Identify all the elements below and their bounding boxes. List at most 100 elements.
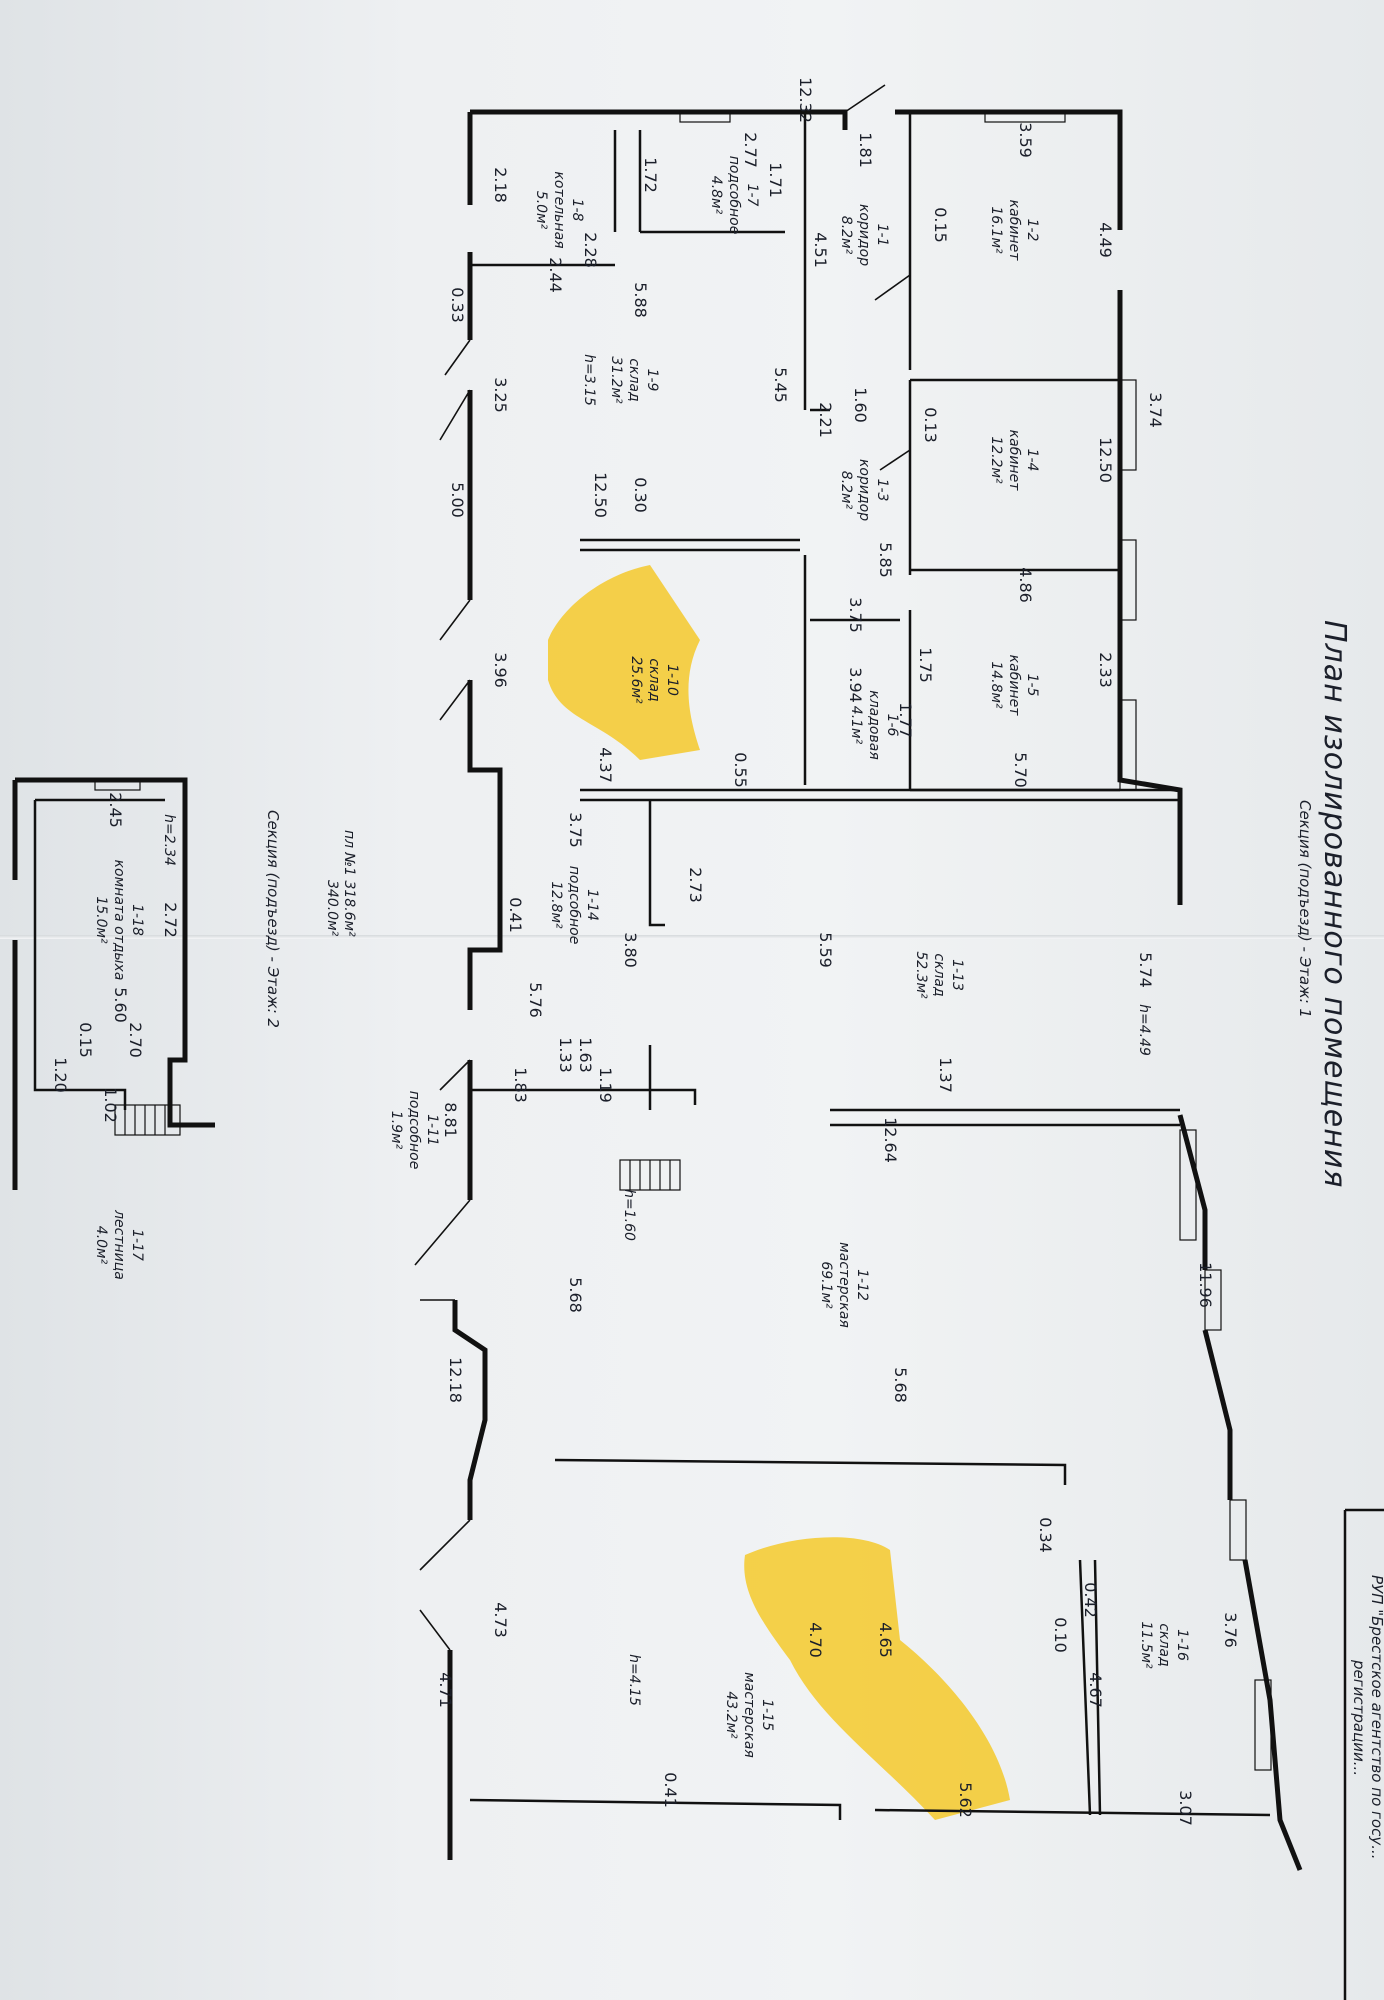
room-name-1-4: кабинет <box>1006 430 1022 492</box>
room-area-1-5: 14.8м² <box>988 661 1004 709</box>
dimension-label: 8.81 <box>441 1102 460 1138</box>
room-area-1-16: 11.5м² <box>1138 1621 1154 1669</box>
dimension-label: 4.37 <box>596 747 615 783</box>
dimension-label: 1.20 <box>51 1057 70 1093</box>
room-id-1-7: 1-7 <box>744 184 760 207</box>
dimension-label: 0.33 <box>448 287 467 323</box>
room-name-1-16: склад <box>1156 1623 1172 1666</box>
room-id-1-2: 1-2 <box>1024 219 1040 242</box>
dimension-label: 4.70 <box>806 1622 825 1658</box>
dimension-label: 0.41 <box>661 1772 680 1808</box>
room-name-1-9: склад <box>626 358 642 401</box>
dimension-label: 1.60 <box>851 387 870 423</box>
dimension-label: 12.18 <box>446 1357 465 1403</box>
dimension-label: 0.13 <box>921 407 940 443</box>
room-id-1-4: 1-4 <box>1024 449 1040 472</box>
room-name-1-15: мастерская <box>741 1672 757 1758</box>
dimension-label: 0.30 <box>631 477 650 513</box>
dimension-label: 2.21 <box>816 402 835 438</box>
room-name-1-7: подсобное <box>726 156 742 235</box>
room-area-1-7: 4.8м² <box>708 176 724 215</box>
room-area-1-4: 12.2м² <box>988 436 1004 484</box>
dimension-label: 3.96 <box>491 652 510 688</box>
dimension-label: 0.10 <box>1051 1617 1070 1653</box>
stamp-text-2: регистрации... <box>1350 1659 1368 1776</box>
dimension-label: 5.70 <box>1011 752 1030 788</box>
room-id-1-8: 1-8 <box>569 199 585 222</box>
dimension-label: 0.41 <box>506 897 525 933</box>
dimension-label: 0.15 <box>76 1022 95 1058</box>
dimension-label: 1.77 <box>896 702 915 738</box>
room-area-1-6: 4.1м² <box>848 706 864 745</box>
dimension-label: 2.73 <box>686 867 705 903</box>
dimension-label: 5.45 <box>771 367 790 403</box>
room-area-1-2: 16.1м² <box>988 206 1004 254</box>
room-name-1-10: склад <box>646 658 662 701</box>
stamp-text-1: РУП "Брестское агентство по госу... <box>1368 1575 1384 1860</box>
height-label: h=4.15 <box>626 1654 642 1706</box>
room-area-1-1: 8.2м² <box>838 216 854 255</box>
dimension-label: 3.76 <box>1221 1612 1240 1648</box>
dimension-label: 12.32 <box>796 77 815 123</box>
room-name-1-1: коридор <box>856 204 872 266</box>
dimension-label: 2.18 <box>491 167 510 203</box>
dimension-label: 5.68 <box>566 1277 585 1313</box>
room-id-1-9: 1-9 <box>644 369 660 392</box>
room-area-1-14: 12.8м² <box>548 881 564 929</box>
dimension-label: 2.45 <box>106 792 125 828</box>
room-id-1-11: 1-11 <box>424 1114 440 1146</box>
dimension-label: 3.59 <box>1016 122 1035 158</box>
room-id-1-18: 1-18 <box>129 904 145 936</box>
room-area-1-17: 4.0м² <box>93 1226 109 1265</box>
room-area-1-13: 52.3м² <box>913 951 929 999</box>
door-swings <box>414 84 911 1651</box>
room-area-1-11: 1.9м² <box>388 1111 404 1150</box>
room-name-1-2: кабинет <box>1006 200 1022 262</box>
dimension-label: 12.50 <box>1096 437 1115 483</box>
dimension-label: 5.88 <box>631 282 650 318</box>
room-id-1-6: 1-6 <box>884 714 900 737</box>
dimension-label: 2.72 <box>161 902 180 938</box>
dimension-label: 2.70 <box>126 1022 145 1058</box>
dimension-label: 0.34 <box>1036 1517 1055 1553</box>
dimension-label: 5.62 <box>956 1782 975 1818</box>
dimension-label: 1.75 <box>916 647 935 683</box>
room-id-1-5: 1-5 <box>1024 674 1040 697</box>
dimension-label: 3.75 <box>566 812 585 848</box>
room-id-1-17: 1-17 <box>129 1229 145 1261</box>
height-label: h=1.60 <box>621 1189 637 1241</box>
room-id-1-16: 1-16 <box>1174 1629 1190 1661</box>
dimension-label: 4.51 <box>811 232 830 268</box>
dimension-label: 1.71 <box>766 162 785 198</box>
highlight-room-1-15 <box>744 1537 1010 1820</box>
dimension-label: 0.15 <box>931 207 950 243</box>
dimension-label: 4.71 <box>436 1672 455 1708</box>
dimension-label: 1.72 <box>641 157 660 193</box>
dimension-label: 11.96 <box>1196 1262 1215 1308</box>
dimension-label: 0.42 <box>1081 1582 1100 1618</box>
room-name-1-13: склад <box>931 953 947 996</box>
room-name-1-3: коридор <box>856 459 872 521</box>
dimension-label: 1.02 <box>101 1087 120 1123</box>
dimension-label: 5.00 <box>448 482 467 518</box>
dimension-label: 4.86 <box>1016 567 1035 603</box>
dimension-label: 1.63 <box>576 1037 595 1073</box>
room-id-1-15: 1-15 <box>759 1699 775 1731</box>
summary-line-1: пл №1 318.6м² <box>341 830 357 937</box>
room-name-1-12: мастерская <box>836 1242 852 1328</box>
room-id-1-13: 1-13 <box>949 959 965 991</box>
dimension-label: 1.37 <box>936 1057 955 1093</box>
room-id-1-10: 1-10 <box>664 664 680 696</box>
paper-fold-line <box>0 935 1384 939</box>
room-area-1-9: 31.2м² <box>608 356 624 404</box>
room-name-1-5: кабинет <box>1006 655 1022 717</box>
room-id-1-3: 1-3 <box>874 479 890 502</box>
dimension-label: 12.64 <box>881 1117 900 1163</box>
outer-walls <box>447 109 1303 1871</box>
dimension-label: 5.85 <box>876 542 895 578</box>
dimension-label: 3.80 <box>621 932 640 968</box>
room-area-1-10: 25.6м² <box>628 656 644 704</box>
windows <box>679 111 1272 1771</box>
